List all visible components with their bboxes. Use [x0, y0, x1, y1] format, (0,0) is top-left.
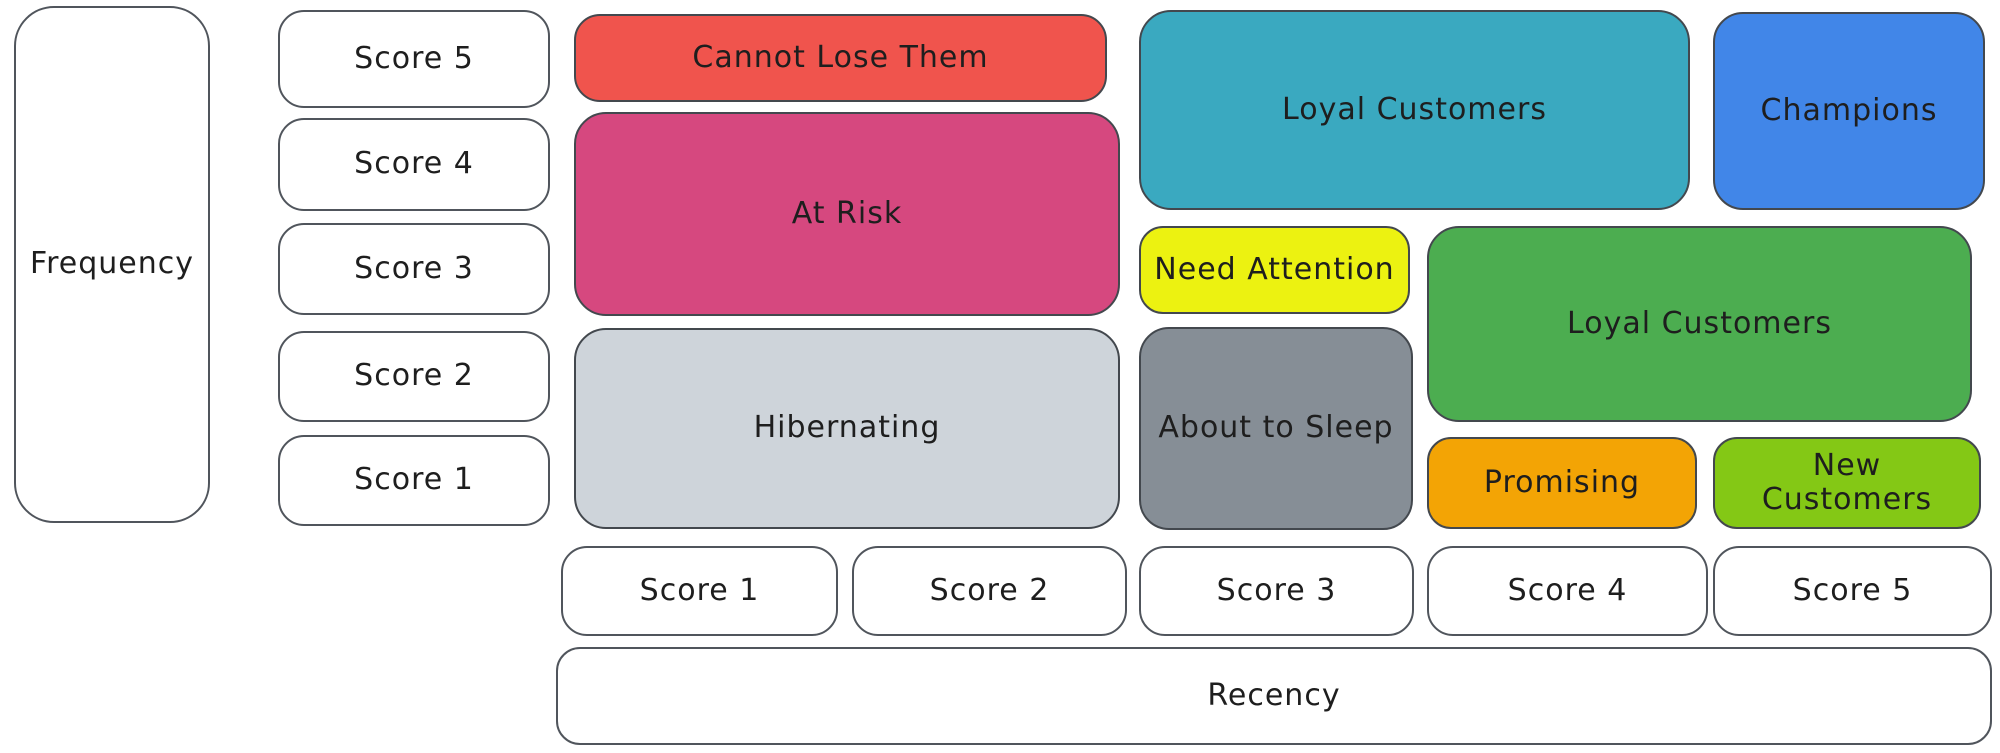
segment-loyal-customers-right: Loyal Customers [1427, 226, 1972, 422]
recency-score-3: Score 3 [1139, 546, 1414, 636]
recency-score-4: Score 4 [1427, 546, 1708, 636]
segment-champions: Champions [1713, 12, 1985, 210]
segment-loyal-customers-top: Loyal Customers [1139, 10, 1690, 210]
recency-score-2: Score 2 [852, 546, 1127, 636]
frequency-score-3: Score 3 [278, 223, 550, 315]
segment-hibernating: Hibernating [574, 328, 1120, 529]
recency-axis-label: Recency [556, 647, 1992, 745]
frequency-score-5: Score 5 [278, 10, 550, 108]
segment-new-customers: New Customers [1713, 437, 1981, 529]
frequency-axis-label: Frequency [14, 6, 210, 523]
segment-about-to-sleep: About to Sleep [1139, 327, 1413, 530]
segment-at-risk: At Risk [574, 112, 1120, 316]
segment-need-attention: Need Attention [1139, 226, 1410, 314]
frequency-score-4: Score 4 [278, 118, 550, 211]
segment-cannot-lose-them: Cannot Lose Them [574, 14, 1107, 102]
frequency-score-2: Score 2 [278, 331, 550, 422]
frequency-score-1: Score 1 [278, 435, 550, 526]
recency-score-5: Score 5 [1713, 546, 1992, 636]
recency-score-1: Score 1 [561, 546, 838, 636]
segment-promising: Promising [1427, 437, 1697, 529]
